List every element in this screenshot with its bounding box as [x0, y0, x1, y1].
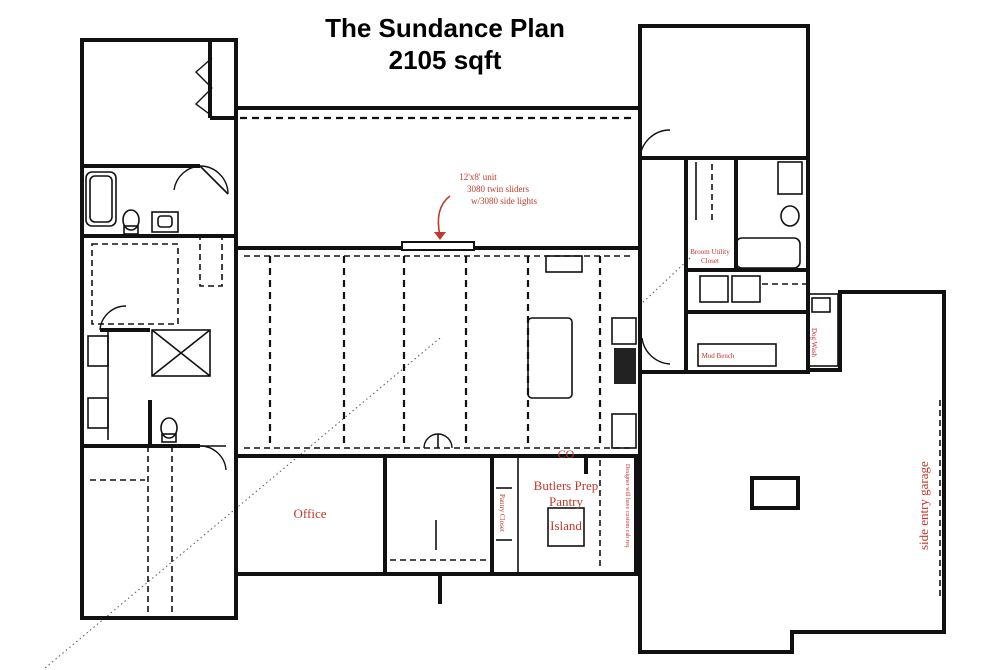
center-living-band [236, 106, 640, 604]
island-label: Island [550, 518, 582, 533]
kitchen-sink [545, 255, 583, 273]
butlers-pantry [490, 454, 638, 576]
co-label: CO [558, 447, 575, 461]
right-wing-outline [638, 24, 810, 374]
designer-note: Designer will have custom cab req. [624, 464, 630, 549]
sink [151, 211, 179, 233]
plan-area: 2105 sqft [388, 45, 502, 75]
range [614, 348, 636, 384]
slider-note-arrow [437, 195, 451, 237]
toilet-2 [160, 417, 178, 439]
dog-wash-label: Dog Wash [810, 328, 818, 358]
counter [611, 317, 637, 345]
vanity-sink [87, 335, 109, 367]
door-swing [639, 129, 671, 161]
slider-note-line1: 12'x8' unit [459, 172, 497, 182]
diagonal-reference-line-2 [639, 257, 691, 306]
bathtub [85, 171, 117, 227]
kitchen-island-sofa [527, 317, 573, 399]
pantry-island [547, 507, 585, 547]
slider-note-line2: 3080 twin sliders [467, 184, 529, 194]
slider-note-line3: w/3080 side lights [471, 196, 537, 206]
door-swing [99, 305, 127, 331]
door-swing [199, 165, 229, 195]
toilet-right [780, 205, 800, 227]
left-wing-outline [80, 38, 238, 620]
tub-right [735, 237, 801, 269]
washer [699, 275, 729, 303]
pantry-closet-label: Pantry Closet [498, 494, 506, 532]
mud-bench [697, 343, 777, 367]
garage [638, 290, 946, 654]
walk-in-closet [91, 243, 179, 325]
vanity-sink-2 [87, 397, 109, 429]
toilet [122, 209, 140, 231]
sink-right [777, 161, 803, 195]
butlers-pantry-label-2: Pantry [549, 494, 583, 509]
garage-outline [638, 290, 946, 654]
plan-title: The Sundance Plan [325, 13, 565, 43]
broom-closet-label-2: Closet [701, 257, 719, 265]
dryer [731, 275, 761, 303]
shower [151, 329, 211, 377]
diagonal-reference-line [44, 337, 441, 669]
butlers-pantry-label-1: Butlers Prep [534, 478, 599, 493]
office-label: Office [294, 506, 327, 521]
right-wing [638, 24, 839, 374]
mud-bench-label: Mud Bench [702, 352, 735, 360]
broom-closet-label-1: Broom Utility [690, 248, 730, 256]
garage-label: side entry garage [916, 461, 931, 550]
twin-slider-unit [401, 241, 475, 251]
fridge [611, 413, 637, 449]
garage-column [750, 476, 800, 510]
closet-door [194, 57, 213, 89]
left-wing [80, 38, 238, 620]
